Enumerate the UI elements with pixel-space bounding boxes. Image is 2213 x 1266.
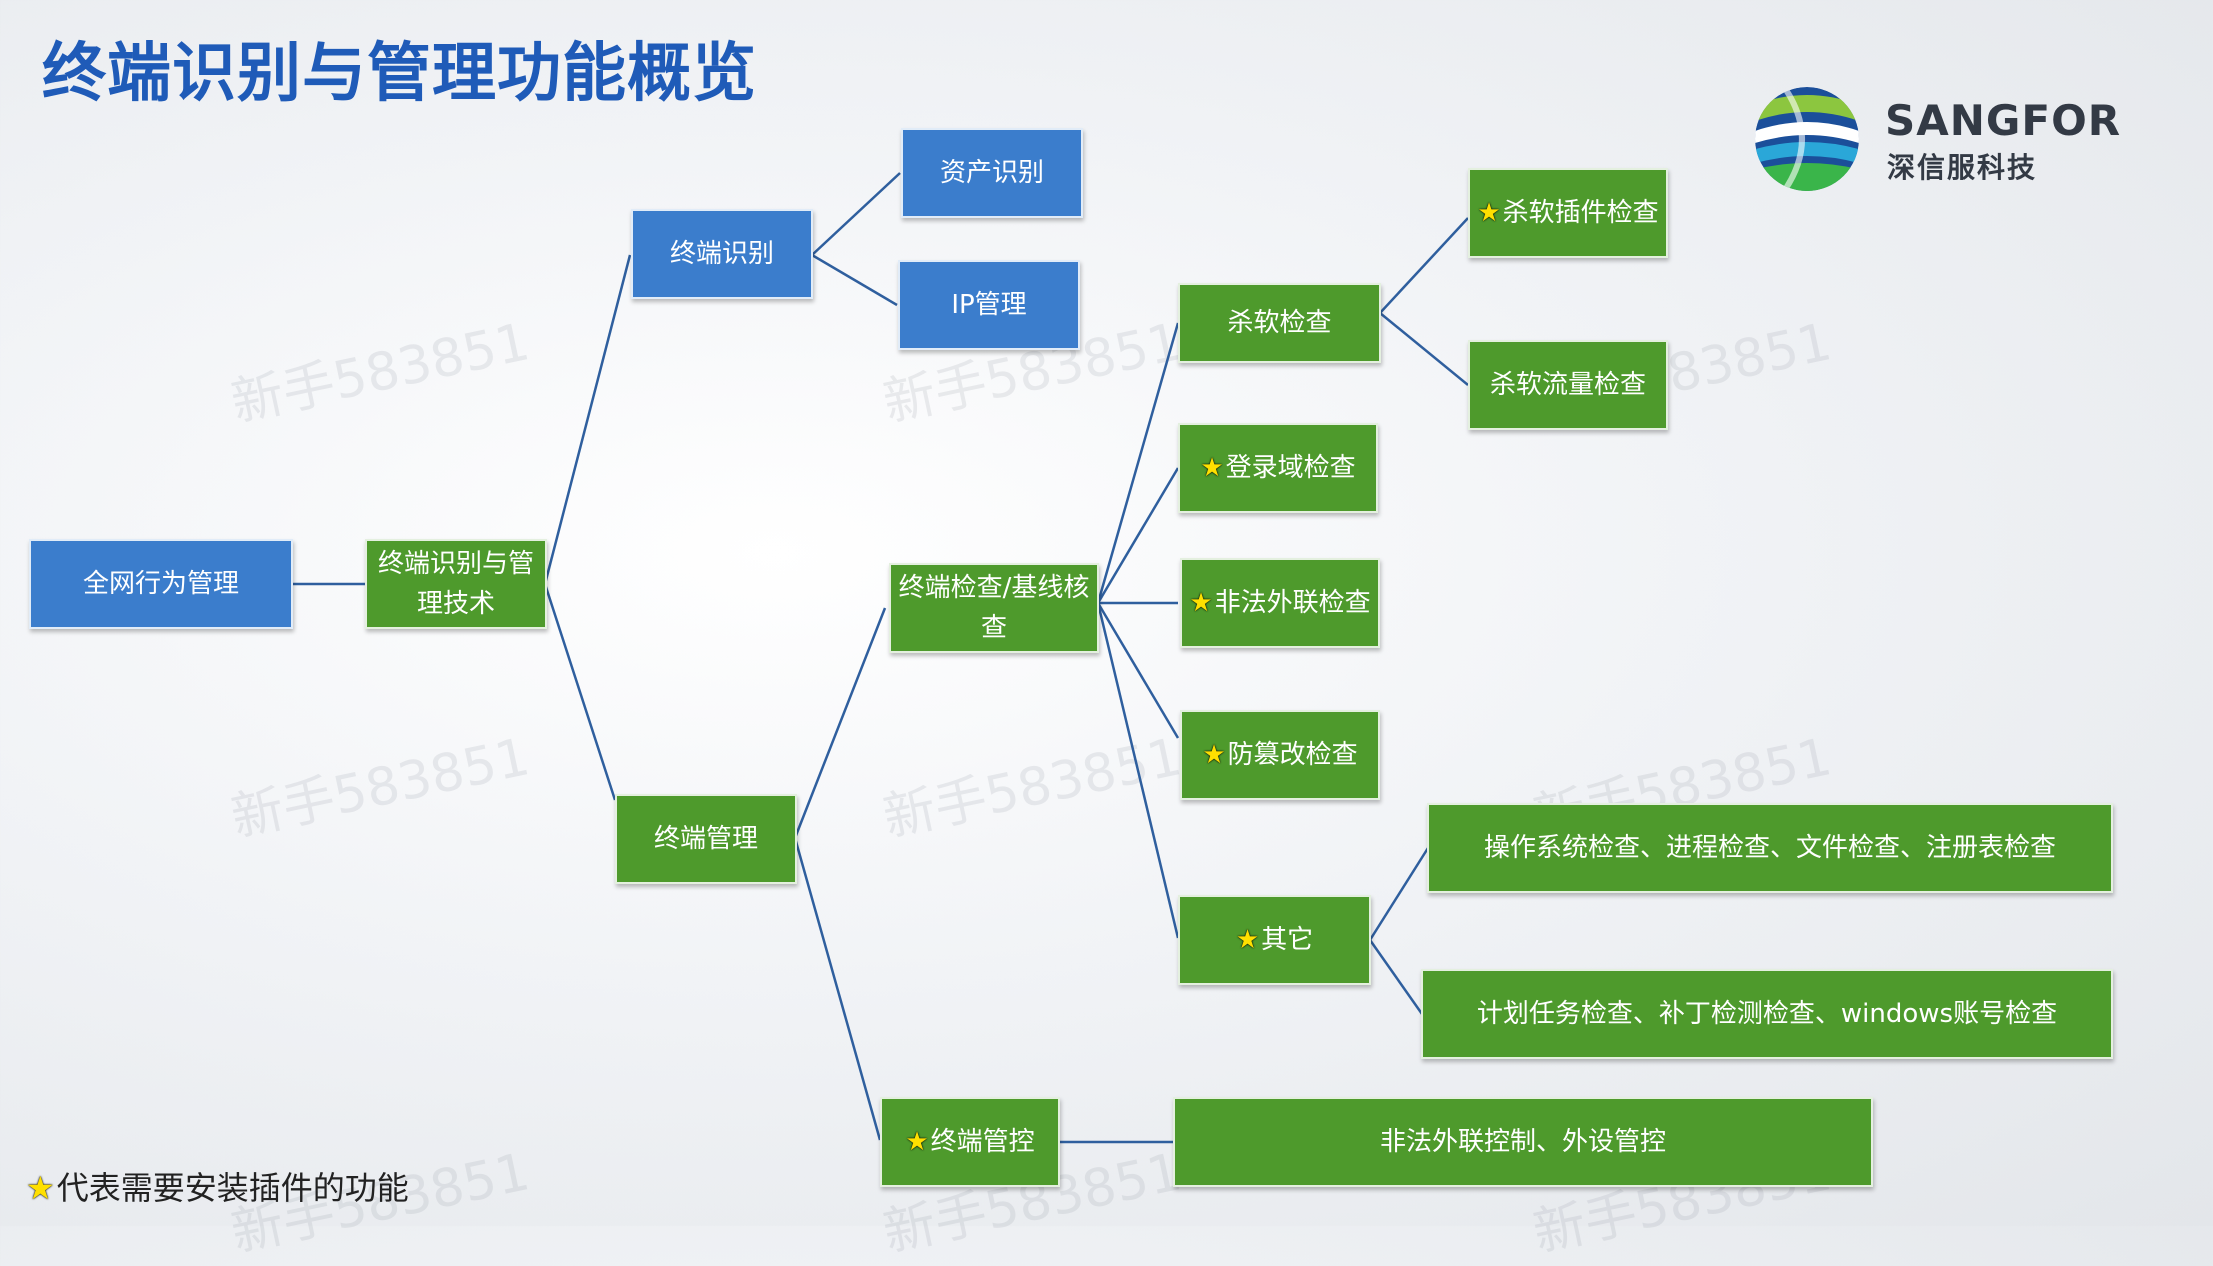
node-label: 非法外联检查 (1214, 588, 1371, 618)
connector (1096, 467, 1180, 604)
node-label: 操作系统检查、进程检查、文件检查、注册表检查 (1483, 833, 2056, 863)
node-label: 非法外联控制、外设管控 (1379, 1127, 1666, 1157)
connector-lines (292, 172, 1469, 1144)
node-manage: 终端管理 (615, 794, 797, 884)
legend-text: 代表需要安装插件的功能 (56, 1169, 409, 1207)
plugin-star-icon: ★ (1235, 925, 1260, 955)
page-title: 终端识别与管理功能概览 (42, 37, 757, 111)
node-av-plugin: ★杀软插件检查 (1468, 168, 1668, 258)
plugin-star-icon: ★ (1200, 453, 1224, 483)
connector (811, 253, 898, 307)
node-outlink: ★非法外联检查 (1180, 558, 1380, 648)
logo-subtitle: 深信服科技 (1887, 151, 2038, 184)
legend: ★代表需要安装插件的功能 (26, 1163, 409, 1209)
node-label: 其它 (1261, 925, 1314, 955)
node-root: 全网行为管理 (29, 539, 293, 629)
connector (1096, 322, 1180, 604)
plugin-star-icon: ★ (1202, 740, 1226, 770)
node-label: 资产识别 (939, 158, 1044, 188)
connector (1096, 602, 1180, 939)
node-control-detail: 非法外联控制、外设管控 (1173, 1097, 1873, 1187)
node-check: 终端检查/基线核查 (889, 563, 1099, 653)
connector (543, 583, 617, 801)
node-tamper: ★防篡改检查 (1180, 710, 1380, 800)
connector (793, 607, 887, 839)
node-av-traffic: 杀软流量检查 (1468, 340, 1668, 430)
node-label: 终端管理 (653, 824, 758, 854)
node-label: 计划任务检查、补丁检测检查、windows账号检查 (1476, 999, 2058, 1029)
connector (811, 172, 901, 256)
node-av: 杀软检查 (1178, 283, 1381, 363)
node-label: 防篡改检查 (1227, 740, 1358, 770)
plugin-star-icon: ★ (1189, 588, 1213, 618)
node-label: IP管理 (951, 290, 1027, 320)
node-label: 终端管控 (930, 1127, 1035, 1157)
connector (543, 254, 632, 585)
node-label: 终端检查/基线核查 (898, 573, 1090, 643)
connector (1096, 602, 1180, 739)
sangfor-logo-icon (1755, 87, 1859, 191)
plugin-star-icon: ★ (905, 1127, 929, 1157)
connector (1379, 217, 1469, 314)
plugin-star-icon: ★ (1477, 198, 1501, 228)
connector (1379, 312, 1469, 386)
node-identify: 终端识别 (631, 209, 813, 299)
node-label: 登录域检查 (1225, 453, 1356, 483)
node-label: 杀软检查 (1227, 308, 1332, 338)
node-label: 终端识别 (669, 239, 774, 269)
logo-brand: SANGFOR (1885, 96, 2122, 145)
node-other-detail-1: 操作系统检查、进程检查、文件检查、注册表检查 (1427, 803, 2113, 893)
node-domain: ★登录域检查 (1178, 423, 1378, 513)
node-other: ★其它 (1178, 895, 1371, 985)
node-other-detail-2: 计划任务检查、补丁检测检查、windows账号检查 (1421, 969, 2113, 1059)
node-ip: IP管理 (898, 260, 1080, 350)
connector (1368, 847, 1430, 941)
node-label: 杀软流量检查 (1489, 370, 1646, 400)
node-asset: 资产识别 (901, 128, 1083, 218)
node-control: ★终端管控 (880, 1097, 1060, 1187)
node-label: 全网行为管理 (82, 569, 239, 599)
node-label: 终端识别与管理技术 (377, 549, 534, 619)
connector (1368, 939, 1424, 1015)
node-tech: 终端识别与管理技术 (365, 539, 547, 629)
node-label: 杀软插件检查 (1502, 198, 1659, 228)
plugin-star-icon: ★ (26, 1169, 55, 1207)
connector (793, 837, 882, 1141)
